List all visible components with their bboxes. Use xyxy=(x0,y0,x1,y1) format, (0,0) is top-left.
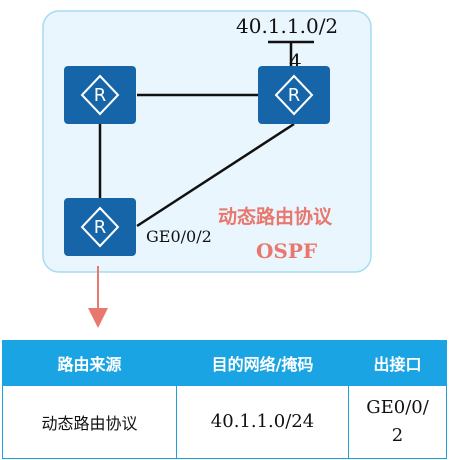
cell-route-source: 动态路由协议 xyxy=(2,385,177,459)
link-r3-r2 xyxy=(136,122,295,228)
router-body xyxy=(64,66,136,124)
router-glyph: R xyxy=(94,85,107,106)
router-icon xyxy=(80,74,120,116)
router-r2[interactable]: R xyxy=(258,66,330,124)
interface-line-1: GE0/0/ xyxy=(366,397,429,418)
header-out-interface: 出接口 xyxy=(348,340,447,386)
router-icon xyxy=(80,206,120,248)
table-row: 动态路由协议 40.1.1.0/24 GE0/0/ 2 xyxy=(2,385,447,459)
network-label: 40.1.1.0/2 xyxy=(236,14,338,38)
cell-out-interface: GE0/0/ 2 xyxy=(348,385,447,459)
router-body xyxy=(258,66,330,124)
port-label: GE0/0/2 xyxy=(146,227,212,246)
topology-diagram: 40.1.1.0/2 4 R R R GE0/0/2 动态路由协议 OSPF xyxy=(42,10,372,328)
protocol-label: 动态路由协议 xyxy=(218,205,333,228)
router-r3[interactable]: R xyxy=(64,198,136,256)
router-glyph: R xyxy=(288,85,301,106)
router-icon xyxy=(274,74,314,116)
router-body xyxy=(64,198,136,256)
cell-destination: 40.1.1.0/24 xyxy=(176,385,349,459)
routing-table: 路由来源 目的网络/掩码 出接口 动态路由协议 40.1.1.0/24 GE0/… xyxy=(2,340,447,459)
router-r1[interactable]: R xyxy=(64,66,136,124)
protocol-name: OSPF xyxy=(256,239,317,263)
table-header-row: 路由来源 目的网络/掩码 出接口 xyxy=(2,340,447,386)
router-glyph: R xyxy=(94,217,107,238)
header-route-source: 路由来源 xyxy=(2,340,177,386)
header-destination-mask: 目的网络/掩码 xyxy=(176,340,349,386)
interface-line-2: 2 xyxy=(391,425,404,446)
